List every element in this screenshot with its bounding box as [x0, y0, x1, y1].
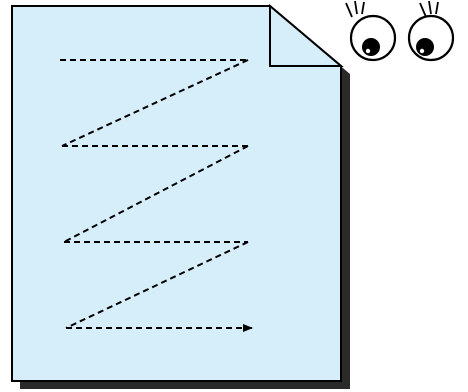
document-page-icon — [11, 3, 350, 389]
right-eye — [407, 0, 455, 62]
reading-diagonal-3 — [65, 241, 249, 329]
page-body — [11, 5, 342, 382]
page-folded-corner — [269, 3, 344, 67]
googly-eyes-icon — [345, 0, 455, 62]
reading-diagonal-1 — [61, 59, 249, 147]
reading-diagonal-2 — [63, 145, 249, 243]
z-pattern-reading-arrow-icon — [60, 59, 253, 332]
left-eye — [345, 0, 397, 62]
